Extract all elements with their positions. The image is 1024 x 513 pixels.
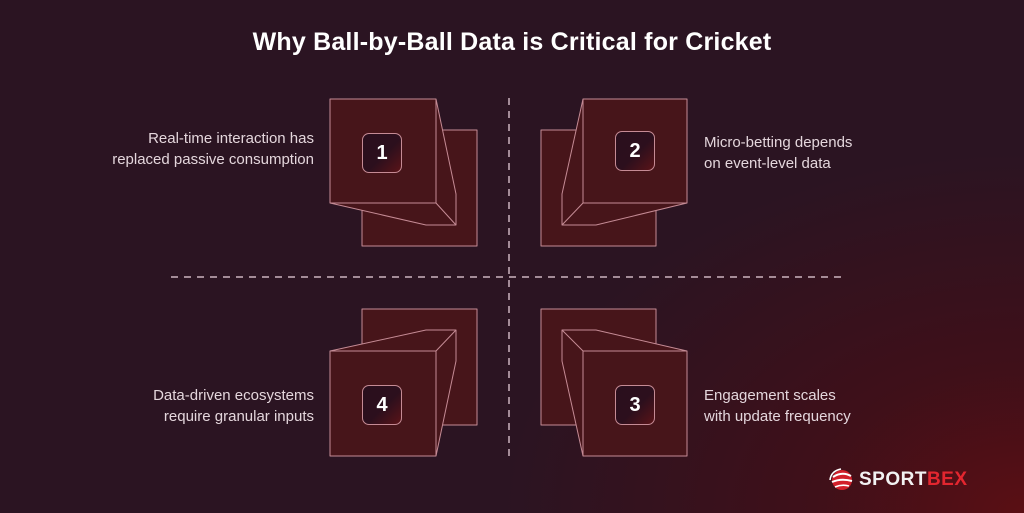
number-badge-2: 2 [615,131,655,171]
number-badge-4: 4 [362,385,402,425]
item-2-line-1: Micro-betting depends [704,134,853,151]
item-3-line-2: with update frequency [704,408,851,425]
page-title: Why Ball-by-Ball Data is Critical for Cr… [252,28,772,56]
item-2-description: Micro-betting depends on event-level dat… [704,132,852,174]
logo-text-bex: BEX [926,469,968,490]
item-4-line-2: require granular inputs [163,408,314,425]
sportbex-ball-icon [829,468,853,490]
logo-text-sport: SPORT [859,469,927,490]
logo-wordmark: SPORTBEX [859,469,968,491]
item-4-description: Data-driven ecosystems require granular … [153,385,314,427]
cube-2 [540,98,688,247]
item-3-line-1: Engagement scales [704,387,836,404]
item-1-line-1: Real-time interaction has [148,130,314,147]
number-badge-1: 1 [362,133,402,173]
item-4-line-1: Data-driven ecosystems [153,387,314,404]
item-1-line-2: replaced passive consumption [112,151,314,168]
item-1-description: Real-time interaction has replaced passi… [112,128,314,170]
cube-4 [329,308,478,457]
number-badge-3: 3 [615,385,655,425]
cube-1 [329,98,478,247]
cube-3 [540,308,688,457]
sportbex-logo: SPORTBEX [829,468,968,492]
item-3-description: Engagement scales with update frequency [704,385,851,427]
item-2-line-2: on event-level data [704,155,831,172]
